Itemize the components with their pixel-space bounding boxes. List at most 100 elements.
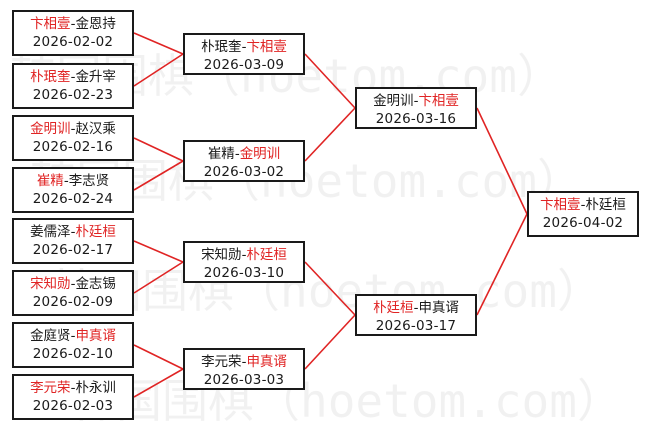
vs-separator: - (63, 173, 69, 189)
winner-name: 卞相壹 (246, 39, 287, 55)
winner-name: 申真谞 (75, 328, 116, 344)
match-date: 2026-02-10 (32, 346, 114, 362)
round3-match-1: 金明训-卞相壹 2026-03-16 (355, 87, 477, 129)
vs-separator: - (241, 247, 247, 263)
round1-connector-1 (133, 32, 184, 55)
vs-separator: - (70, 69, 76, 85)
match-date: 2026-02-03 (32, 398, 114, 414)
vs-separator: - (70, 224, 76, 240)
winner-name: 朴珉奎 (30, 69, 71, 85)
match-date: 2026-03-17 (375, 318, 457, 334)
match-players: 朴珉奎-卞相壹 (185, 38, 303, 56)
round3-connector-2 (476, 213, 528, 316)
vs-separator: - (70, 121, 76, 137)
round2-connector-2 (304, 107, 356, 162)
match-date: 2026-03-09 (203, 57, 285, 73)
vs-separator: - (234, 146, 240, 162)
winner-name: 卞相壹 (30, 16, 71, 32)
match-players: 卞相壹-朴廷桓 (529, 196, 637, 214)
player-name: 朴永训 (75, 380, 116, 396)
winner-name: 崔精 (36, 173, 64, 189)
vs-separator: - (580, 197, 586, 213)
match-players: 金庭贤-申真谞 (14, 327, 132, 345)
player-name: 金志锡 (75, 276, 116, 292)
vs-separator: - (413, 93, 419, 109)
match-date: 2026-03-10 (203, 265, 285, 281)
vs-separator: - (413, 300, 419, 316)
round1-connector-2 (133, 53, 184, 87)
round3-connector-1 (476, 107, 528, 215)
match-players: 李元荣-朴永训 (14, 379, 132, 397)
match-date: 2026-03-02 (203, 164, 285, 180)
player-name: 金恩持 (75, 16, 116, 32)
round2-connector-4 (304, 314, 356, 370)
winner-name: 朴廷桓 (246, 247, 287, 263)
match-players: 崔精-金明训 (185, 145, 303, 163)
match-players: 朴廷桓-申真谞 (357, 299, 475, 317)
player-name: 金庭贤 (30, 328, 71, 344)
player-name: 李元荣 (201, 354, 242, 370)
match-players: 朴珉奎-金升宰 (14, 68, 132, 86)
vs-separator: - (70, 380, 76, 396)
winner-name: 朴廷桓 (75, 224, 116, 240)
player-name: 朴珉奎 (201, 39, 242, 55)
match-date: 2026-02-16 (32, 139, 114, 155)
player-name: 朴廷桓 (585, 197, 626, 213)
winner-name: 卞相壹 (418, 93, 459, 109)
match-date: 2026-02-24 (32, 191, 114, 207)
match-players: 李元荣-申真谞 (185, 353, 303, 371)
match-date: 2026-02-02 (32, 34, 114, 50)
match-players: 卞相壹-金恩持 (14, 15, 132, 33)
round2-connector-1 (304, 53, 356, 109)
round1-match-4: 崔精-李志贤 2026-02-24 (12, 167, 134, 213)
winner-name: 金明训 (239, 146, 281, 162)
player-name: 赵汉乘 (75, 121, 116, 137)
vs-separator: - (70, 276, 76, 292)
match-date: 2026-04-02 (542, 215, 624, 231)
match-players: 金明训-赵汉乘 (14, 120, 132, 138)
match-date: 2026-02-09 (32, 294, 114, 310)
match-date: 2026-02-17 (32, 242, 114, 258)
vs-separator: - (241, 354, 247, 370)
match-players: 姜儒泽-朴廷桓 (14, 223, 132, 241)
player-name: 姜儒泽 (30, 224, 71, 240)
vs-separator: - (70, 328, 76, 344)
round1-connector-5 (133, 240, 184, 263)
match-date: 2026-03-16 (375, 111, 457, 127)
player-name: 李志贤 (68, 173, 110, 189)
vs-separator: - (241, 39, 247, 55)
winner-name: 朴廷桓 (373, 300, 414, 316)
player-name: 金明训 (373, 93, 414, 109)
round1-connector-3 (133, 137, 184, 162)
winner-name: 卞相壹 (540, 197, 581, 213)
match-date: 2026-03-03 (203, 372, 285, 388)
player-name: 金升宰 (75, 69, 116, 85)
vs-separator: - (70, 16, 76, 32)
round1-connector-6 (133, 261, 184, 294)
match-date: 2026-02-23 (32, 87, 114, 103)
player-name: 宋知勋 (201, 247, 242, 263)
round2-connector-3 (304, 261, 356, 316)
winner-name: 宋知勋 (30, 276, 71, 292)
round1-connector-4 (133, 160, 184, 191)
round1-connector-7 (133, 344, 184, 370)
player-name: 崔精 (207, 146, 235, 162)
match-players: 宋知勋-朴廷桓 (185, 246, 303, 264)
match-players: 宋知勋-金志锡 (14, 275, 132, 293)
player-name: 申真谞 (418, 300, 459, 316)
round1-connector-8 (133, 368, 184, 398)
